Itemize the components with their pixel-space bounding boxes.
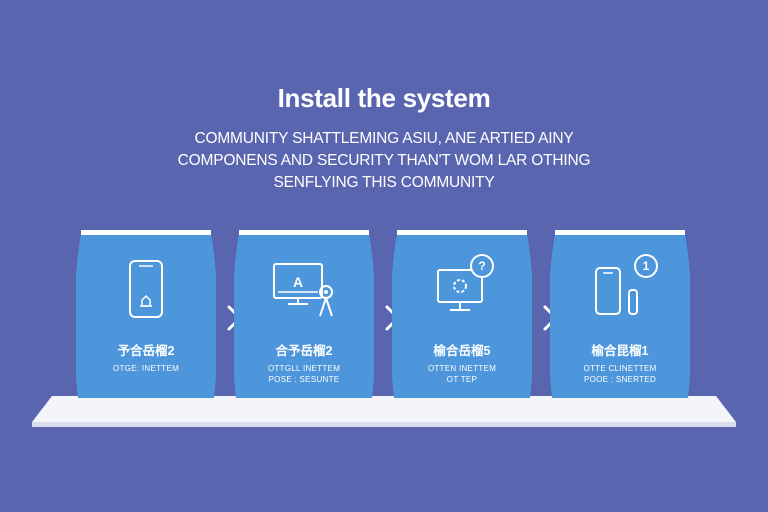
page-subtitle: COMMUNITY SHATTLEMING ASIU, ANE ARTIED A… (0, 128, 768, 194)
smartphone-icon (129, 260, 163, 318)
platform-shelf (32, 396, 736, 428)
step-card-2[interactable]: A 合予岳榴2 OTTGLL INETTEM POSE : SESUNTE (234, 230, 374, 398)
phone-battery-icon (595, 254, 658, 315)
subtitle-line: COMPONENS AND SECURITY THAN'T WOM LAR OT… (177, 152, 591, 169)
step-card-3[interactable]: ? 榆合岳榴5 OTTEN INETTEM OT TEP (392, 230, 532, 398)
subtitle-line: COMMUNITY SHATTLEMING ASIU, ANE ARTIED A… (194, 130, 574, 147)
step-description-line: POOE : SNERTED (583, 375, 657, 384)
step-card-1[interactable]: 予合岳榴2 OTGE: INETTEM (76, 230, 216, 398)
computer-user-icon: A (273, 263, 333, 317)
step-label: 予合岳榴2 (117, 344, 175, 358)
step-card-4[interactable]: 1 榆合昆榴1 OTTE CLINETTEM POOE : SNERTED (550, 230, 690, 398)
help-badge: ? (478, 259, 486, 273)
step-description: OTTEN INETTEM OT TEP (392, 363, 532, 385)
monitor-help-icon (437, 254, 494, 311)
svg-text:A: A (293, 274, 303, 290)
step-description-line: OTGE: INETTEM (112, 364, 180, 373)
step-label: 榆合岳榴5 (433, 344, 491, 358)
step-description: OTTE CLINETTEM POOE : SNERTED (550, 363, 690, 385)
subtitle-line: SENFLYING THIS COMMUNITY (273, 174, 495, 191)
step-label: 榆合昆榴1 (591, 344, 649, 358)
count-badge: 1 (642, 259, 650, 273)
step-description-line: OTTEN INETTEM (427, 364, 497, 373)
step-description-line: OTTE CLINETTEM (583, 364, 657, 373)
step-description-line: POSE : SESUNTE (268, 375, 340, 384)
step-description-line: OTTGLL INETTEM (267, 364, 341, 373)
page-title: Install the system (277, 83, 491, 113)
step-description-line: OT TEP (446, 375, 478, 384)
step-description: OTTGLL INETTEM POSE : SESUNTE (234, 363, 374, 385)
step-description: OTGE: INETTEM (76, 363, 216, 374)
step-label: 合予岳榴2 (275, 344, 333, 358)
